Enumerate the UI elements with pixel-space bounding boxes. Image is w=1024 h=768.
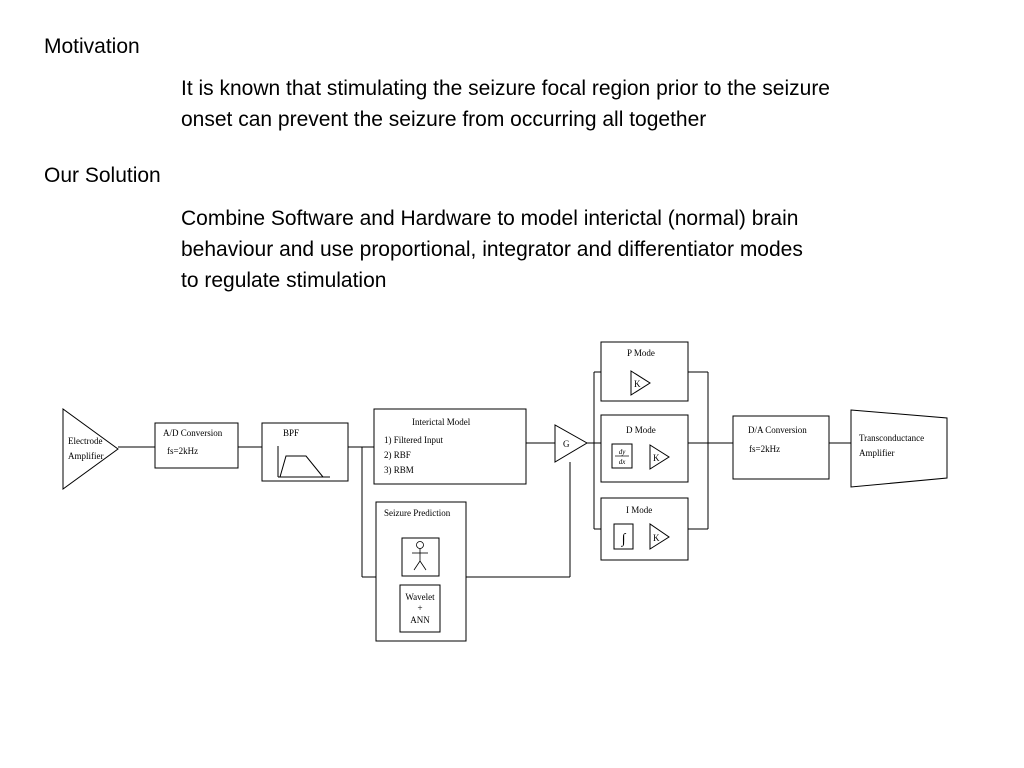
p-mode-title: P Mode [627, 348, 655, 358]
solution-heading: Our Solution [44, 164, 161, 187]
electrode-label-1: Electrode [68, 436, 102, 446]
connection-lines [118, 371, 851, 578]
motivation-heading: Motivation [44, 35, 140, 58]
bpf-block: BPF [261, 422, 349, 482]
i-mode-title: I Mode [626, 505, 652, 515]
seizure-method-1: Wavelet [405, 592, 435, 602]
integral-icon: ∫ [621, 532, 627, 547]
solution-line-2: behaviour and use proportional, integrat… [181, 238, 803, 261]
solution-line-1: Combine Software and Hardware to model i… [181, 207, 799, 230]
derivative-numerator: dy [619, 448, 627, 456]
transconductance-amplifier: Transconductance Amplifier [850, 409, 948, 488]
motivation-text: It is known that stimulating the seizure… [181, 73, 830, 135]
derivative-denominator: dx [619, 458, 627, 466]
bandpass-response-icon [279, 455, 324, 478]
bpf-title: BPF [283, 428, 299, 438]
electrode-amplifier: Electrode Amplifier [62, 408, 119, 490]
da-title: D/A Conversion [748, 425, 807, 435]
interictal-title: Interictal Model [412, 417, 471, 427]
ad-rate: fs=2kHz [167, 446, 198, 456]
gain-block: G [554, 424, 588, 463]
p-mode-gain: K [634, 379, 641, 389]
da-conversion-block: D/A Conversion fs=2kHz [732, 415, 830, 480]
motivation-line-2: onset can prevent the seizure from occur… [181, 108, 707, 131]
electrode-label-2: Amplifier [68, 451, 104, 461]
solution-text: Combine Software and Hardware to model i… [181, 203, 803, 296]
transconductance-label-1: Transconductance [859, 433, 924, 443]
i-mode-block: I Mode ∫ K [600, 497, 689, 561]
person-icon [412, 541, 428, 571]
interictal-item-2: 2) RBF [384, 450, 411, 460]
d-mode-title: D Mode [626, 425, 656, 435]
seizure-method-2: + [417, 603, 422, 613]
interictal-model-block: Interictal Model 1) Filtered Input 2) RB… [373, 408, 527, 485]
seizure-prediction-block: Seizure Prediction Wavelet + ANN [375, 501, 467, 642]
ad-title: A/D Conversion [163, 428, 223, 438]
ad-conversion-block: A/D Conversion fs=2kHz [154, 422, 239, 469]
interictal-item-3: 3) RBM [384, 465, 414, 475]
solution-line-3: to regulate stimulation [181, 269, 387, 292]
da-rate: fs=2kHz [749, 444, 780, 454]
d-mode-gain: K [653, 453, 660, 463]
motivation-line-1: It is known that stimulating the seizure… [181, 77, 830, 100]
i-mode-gain: K [653, 533, 660, 543]
p-mode-block: P Mode K [600, 341, 689, 402]
transconductance-label-2: Amplifier [859, 448, 895, 458]
seizure-method-3: ANN [410, 615, 430, 625]
seizure-title: Seizure Prediction [384, 508, 451, 518]
gain-label: G [563, 439, 570, 449]
d-mode-block: D Mode dy dx K [600, 414, 689, 483]
interictal-item-1: 1) Filtered Input [384, 435, 443, 445]
